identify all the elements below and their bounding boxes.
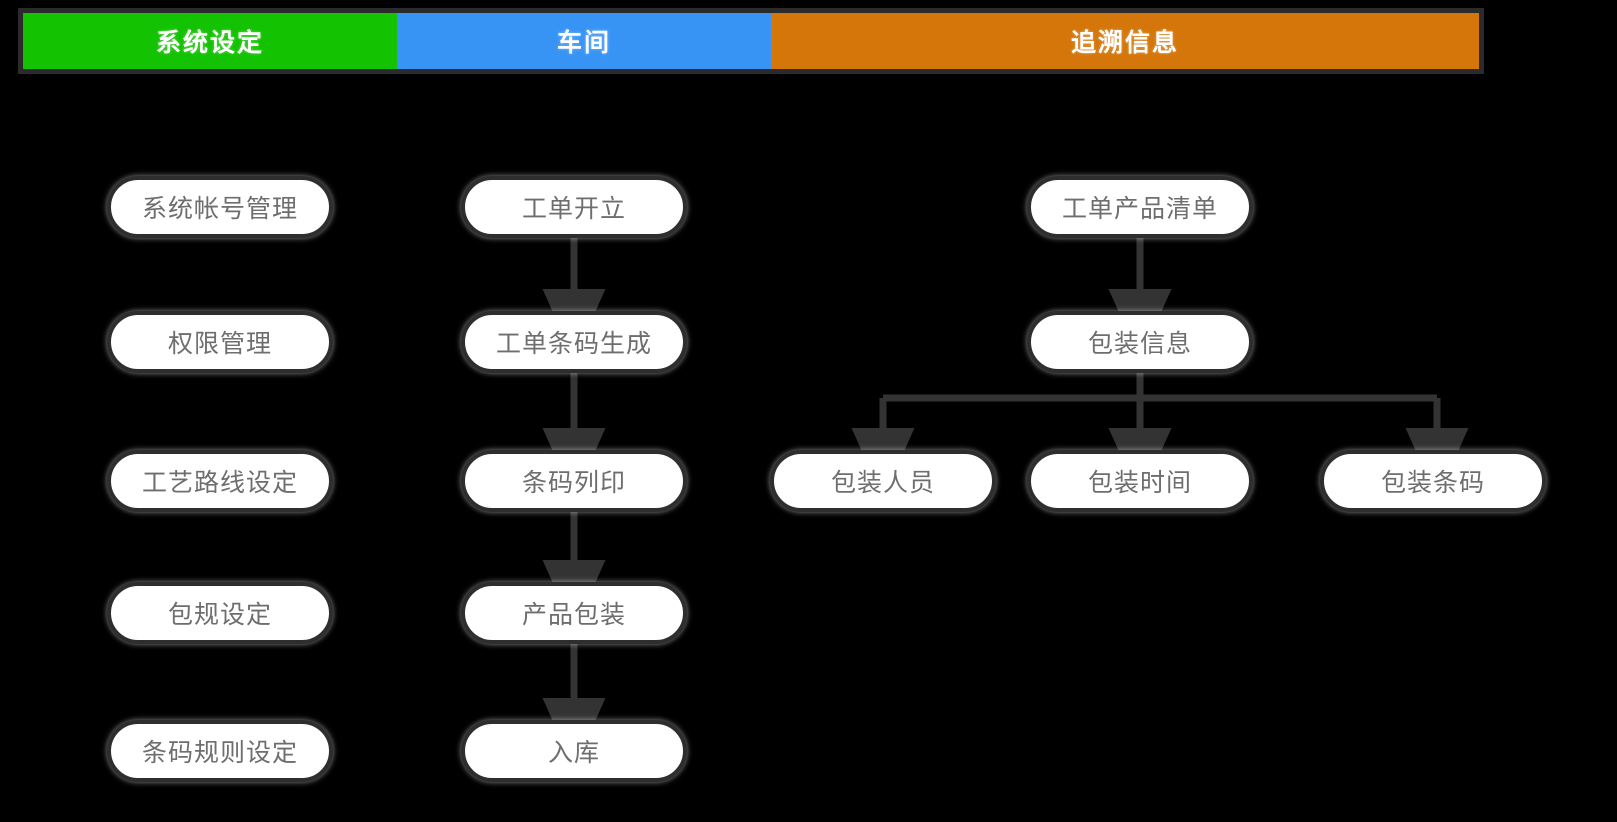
node-label: 权限管理 [167, 330, 272, 358]
node-system-account-management[interactable]: 系统帐号管理 [107, 176, 333, 238]
node-work-order-creation[interactable]: 工单开立 [461, 176, 687, 238]
tab-traceability-info-label: 追溯信息 [1070, 29, 1179, 57]
node-label: 工单条码生成 [495, 330, 652, 358]
node-label: 工艺路线设定 [141, 469, 298, 497]
node-barcode-printing[interactable]: 条码列印 [461, 450, 687, 512]
node-label: 包装条码 [1380, 469, 1485, 497]
node-packaging-personnel[interactable]: 包装人员 [770, 450, 996, 512]
node-label: 工单开立 [521, 195, 626, 223]
tab-system-settings-label: 系统设定 [155, 29, 264, 57]
node-label: 条码规则设定 [141, 739, 298, 767]
node-label: 包装信息 [1087, 330, 1192, 358]
node-work-order-barcode-generation[interactable]: 工单条码生成 [461, 311, 687, 373]
tab-workshop-label: 车间 [556, 29, 611, 57]
tab-workshop[interactable]: 车间 [397, 13, 771, 69]
node-label: 条码列印 [521, 469, 626, 497]
node-permission-management[interactable]: 权限管理 [107, 311, 333, 373]
node-label: 包规设定 [167, 601, 272, 629]
node-packaging-barcode[interactable]: 包装条码 [1320, 450, 1546, 512]
tab-system-settings[interactable]: 系统设定 [23, 13, 397, 69]
node-barcode-rule-setting[interactable]: 条码规则设定 [107, 720, 333, 782]
node-packing-rule-setting[interactable]: 包规设定 [107, 582, 333, 644]
node-warehouse-entry[interactable]: 入库 [461, 720, 687, 782]
node-label: 系统帐号管理 [141, 195, 298, 223]
node-label: 包装时间 [1087, 469, 1192, 497]
tab-traceability-info[interactable]: 追溯信息 [771, 13, 1479, 69]
node-label: 包装人员 [830, 469, 935, 497]
node-label: 工单产品清单 [1061, 195, 1218, 223]
node-work-order-product-list[interactable]: 工单产品清单 [1027, 176, 1253, 238]
node-product-packaging[interactable]: 产品包装 [461, 582, 687, 644]
node-packaging-time[interactable]: 包装时间 [1027, 450, 1253, 512]
node-label: 产品包装 [521, 601, 626, 629]
node-packaging-information[interactable]: 包装信息 [1027, 311, 1253, 373]
node-process-route-setting[interactable]: 工艺路线设定 [107, 450, 333, 512]
section-header-bar: 系统设定 车间 追溯信息 [18, 8, 1484, 74]
node-label: 入库 [547, 739, 600, 767]
